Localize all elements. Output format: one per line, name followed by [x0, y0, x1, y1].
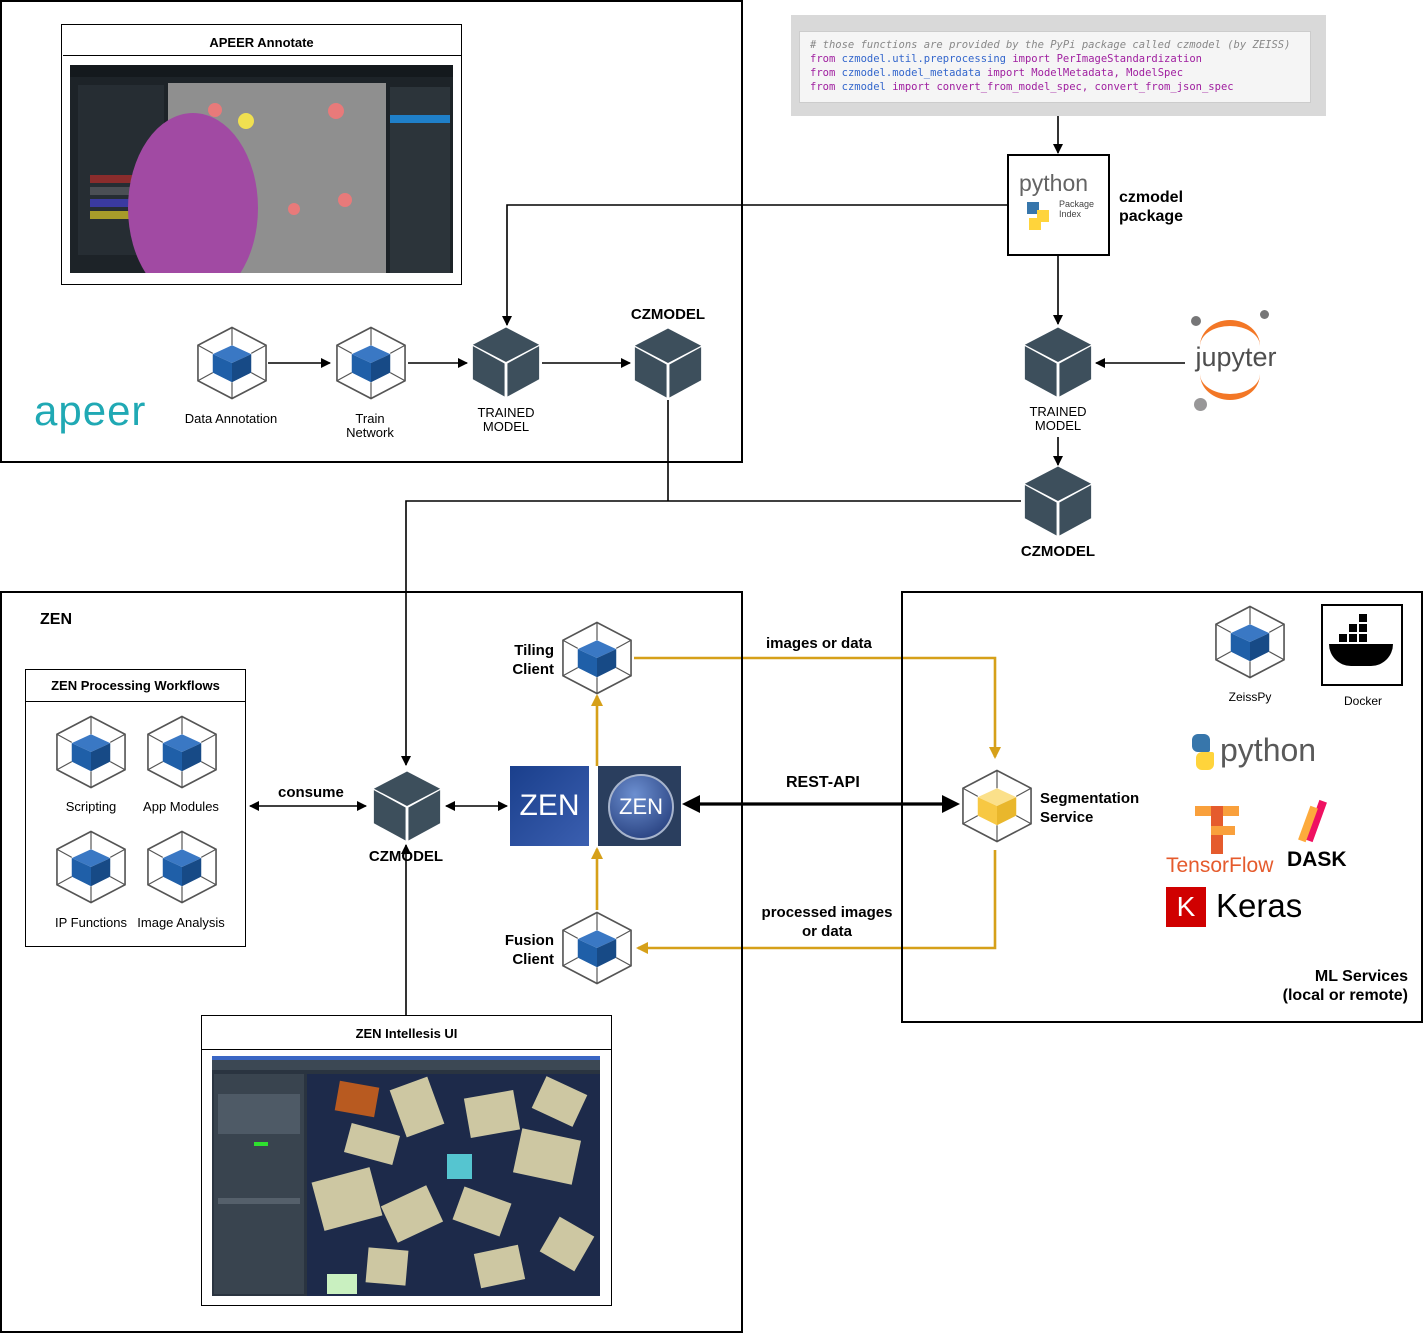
- apeer-panel: [0, 0, 743, 463]
- apeer-annotate-title: APEER Annotate: [209, 35, 314, 50]
- apeer-czmodel-icon: [632, 327, 704, 399]
- pypi-python-word: python: [1019, 170, 1089, 196]
- docker-label: Docker: [1343, 694, 1382, 708]
- keras-k-icon: K: [1166, 887, 1206, 927]
- right-czmodel-icon: [1022, 465, 1094, 537]
- zen-intellesis-window: ZEN Intellesis UI: [201, 1015, 612, 1306]
- zen-logo-square: ZEN: [510, 766, 589, 846]
- ip-functions-icon: [54, 826, 128, 908]
- app-modules-icon: [145, 711, 219, 793]
- zen-czmodel-label: CZMODEL: [368, 848, 444, 865]
- train-network-icon: [334, 322, 408, 404]
- image-analysis-icon: [145, 826, 219, 908]
- data-annotation-icon: [195, 322, 269, 404]
- intellesis-title: ZEN Intellesis UI: [355, 1026, 458, 1041]
- flow-images-or-data: [634, 656, 1001, 759]
- arrow-pypi-to-apeer-model: [502, 204, 1007, 326]
- python-snake-icon: [1188, 734, 1216, 772]
- arrow-czmodels-to-zen: [401, 500, 1021, 766]
- code-snippet: # those functions are provided by the Py…: [799, 31, 1311, 103]
- em-image: [128, 83, 386, 273]
- workflows-title: ZEN Processing Workflows: [51, 678, 220, 693]
- segmentation-service-icon: [960, 765, 1034, 847]
- consume-label: consume: [278, 784, 344, 801]
- keras-word: Keras: [1216, 887, 1303, 924]
- code-comment: # those functions are provided by the Py…: [810, 39, 1291, 51]
- code-line-3: from czmodel import convert_from_model_s…: [810, 81, 1234, 93]
- code-snippet-frame: # those functions are provided by the Py…: [791, 15, 1326, 116]
- flow-processed-images: [636, 850, 997, 954]
- apeer-czmodel-label: CZMODEL: [630, 306, 706, 323]
- apeer-screenshot: [70, 65, 453, 273]
- python-word: python: [1220, 732, 1317, 768]
- rest-api-label: REST-API: [786, 774, 860, 791]
- fusion-client-icon: [560, 907, 634, 989]
- intellesis-screenshot: [212, 1056, 600, 1296]
- ml-services-panel: [901, 591, 1423, 1023]
- code-line-1: from czmodel.util.preprocessing import P…: [810, 53, 1202, 65]
- zeisspy-label: ZeissPy: [1228, 690, 1272, 704]
- ip-functions-label: IP Functions: [54, 915, 128, 930]
- jupyter-word: jupyter: [1195, 342, 1277, 372]
- zen-logo-round-bg: ZEN: [598, 766, 681, 846]
- jupyter-logo: jupyter: [1186, 310, 1286, 418]
- right-trained-model-icon: [1022, 326, 1094, 398]
- docker-logo-box: Docker: [1321, 604, 1403, 708]
- app-modules-label: App Modules: [143, 799, 219, 814]
- images-or-data-label: images or data: [766, 635, 872, 652]
- code-line-2: from czmodel.model_metadata import Model…: [810, 67, 1184, 79]
- scripting-icon: [54, 711, 128, 793]
- scripting-label: Scripting: [65, 799, 117, 814]
- tiling-client-icon: [560, 617, 634, 699]
- dask-word: DASK: [1287, 848, 1347, 871]
- image-analysis-label: Image Analysis: [137, 915, 225, 930]
- tensorflow-icon: [1195, 806, 1239, 854]
- docker-whale-icon: [1329, 614, 1397, 670]
- pypi-cubes-icon: [1027, 202, 1049, 232]
- apeer-logo: apeer: [34, 387, 147, 434]
- zeisspy-icon: [1213, 601, 1287, 683]
- zen-czmodel-icon: [371, 770, 443, 842]
- tensorflow-word: TensorFlow: [1166, 854, 1274, 877]
- dask-icon: [1298, 799, 1334, 844]
- apeer-annotate-window: APEER Annotate: [61, 24, 462, 285]
- zen-processing-workflows-box: ZEN Processing Workflows: [25, 669, 246, 947]
- train-network-label: Train Network: [346, 411, 394, 440]
- right-czmodel-label: CZMODEL: [1020, 543, 1096, 560]
- zen-logo-round: ZEN: [608, 774, 674, 840]
- apeer-trained-model-icon: [470, 326, 542, 398]
- zen-panel: [0, 591, 743, 1333]
- ml-services-footer: ML Services(local or remote): [1282, 968, 1408, 1004]
- apeer-trained-model-label: TRAINED MODEL: [477, 405, 535, 434]
- zen-panel-title: ZEN: [40, 611, 72, 628]
- data-annotation-label: Data Annotation: [184, 411, 278, 426]
